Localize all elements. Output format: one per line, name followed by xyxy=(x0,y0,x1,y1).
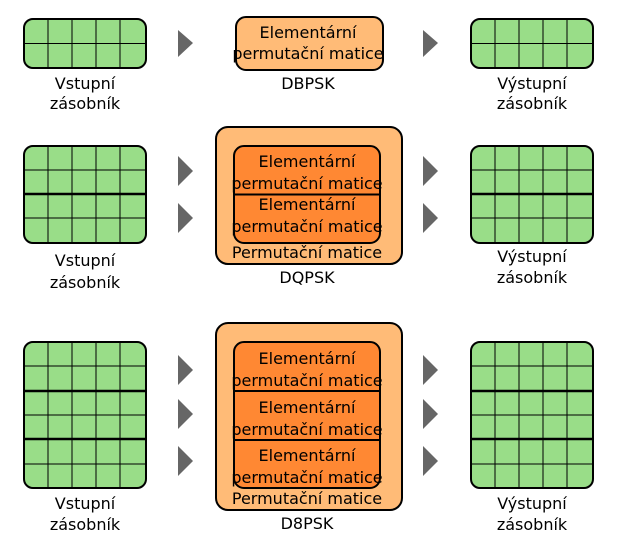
arrow-right-icon xyxy=(178,355,193,385)
input-label-line1: Vstupní xyxy=(55,494,116,513)
input-buffer xyxy=(23,145,147,244)
arrow-right-icon xyxy=(423,446,438,476)
arrow-right-icon xyxy=(423,156,438,186)
elementary-label-line1: Elementární xyxy=(259,446,356,465)
elementary-label-line1: Elementární xyxy=(259,398,356,417)
permutation-matrix-box: Elementární permutační matice Elementárn… xyxy=(215,126,403,265)
output-label-line1: Výstupní xyxy=(497,494,567,513)
permutation-matrix-label: Permutační matice xyxy=(232,243,382,262)
permutation-matrix-box: Elementární permutační matice Elementárn… xyxy=(215,322,403,511)
arrow-right-icon xyxy=(423,30,438,57)
input-label-line2: zásobník xyxy=(50,273,121,292)
arrow-right-icon xyxy=(178,203,193,233)
elementary-label-line2: permutační matice xyxy=(231,371,382,390)
input-label-line2: zásobník xyxy=(50,94,121,113)
output-label-line2: zásobník xyxy=(497,268,568,287)
elementary-label-line1: Elementární xyxy=(259,152,356,171)
elementary-label-line2: permutační matice xyxy=(231,420,382,439)
row-dbpsk: Vstupní zásobník Elementární permutační … xyxy=(23,16,594,113)
arrow-right-icon xyxy=(423,203,438,233)
output-buffer xyxy=(470,145,594,244)
input-buffer xyxy=(23,341,147,489)
output-label-line1: Výstupní xyxy=(497,74,567,93)
arrow-right-icon xyxy=(178,30,193,57)
permutation-matrix-label: Permutační matice xyxy=(232,489,382,508)
arrow-right-icon xyxy=(178,156,193,186)
input-label-line2: zásobník xyxy=(50,515,121,534)
output-label-line1: Výstupní xyxy=(497,247,567,266)
elementary-label-line1: Elementární xyxy=(259,349,356,368)
elementary-label-line2: permutační matice xyxy=(231,468,382,487)
input-label-line1: Vstupní xyxy=(55,251,116,270)
arrow-right-icon xyxy=(178,446,193,476)
mode-label-d8psk: D8PSK xyxy=(281,514,334,533)
input-buffer xyxy=(23,18,147,69)
elementary-label-line1: Elementární xyxy=(260,23,357,42)
elementary-label-line1: Elementární xyxy=(259,195,356,214)
input-label-line1: Vstupní xyxy=(55,74,116,93)
output-buffer xyxy=(470,18,594,69)
mode-label-dqpsk: DQPSK xyxy=(279,268,335,287)
output-label-line2: zásobník xyxy=(497,94,568,113)
elementary-label-line2: permutační matice xyxy=(231,217,382,236)
output-label-line2: zásobník xyxy=(497,515,568,534)
row-dqpsk: Vstupní zásobník Elementární permutační … xyxy=(23,126,594,292)
elementary-permutation-box: Elementární permutační matice xyxy=(232,16,384,71)
elementary-label-line2: permutační matice xyxy=(232,44,383,63)
elementary-label-line2: permutační matice xyxy=(231,174,382,193)
mode-label-dbpsk: DBPSK xyxy=(281,74,335,93)
row-d8psk: Vstupní zásobník Elementární permutační … xyxy=(23,322,594,534)
arrow-right-icon xyxy=(178,399,193,429)
output-buffer xyxy=(470,341,594,489)
arrow-right-icon xyxy=(423,399,438,429)
arrow-right-icon xyxy=(423,355,438,385)
